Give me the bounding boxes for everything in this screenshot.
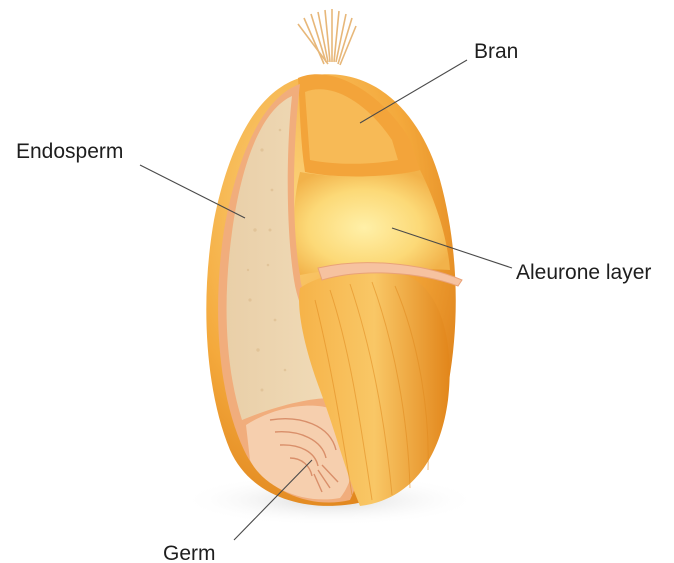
label-endosperm: Endosperm [16,141,123,162]
endosperm-core [294,170,450,275]
label-germ: Germ [163,543,216,563]
brush-hairs [298,9,356,65]
label-bran: Bran [474,41,518,62]
label-aleurone-layer: Aleurone layer [516,262,651,283]
